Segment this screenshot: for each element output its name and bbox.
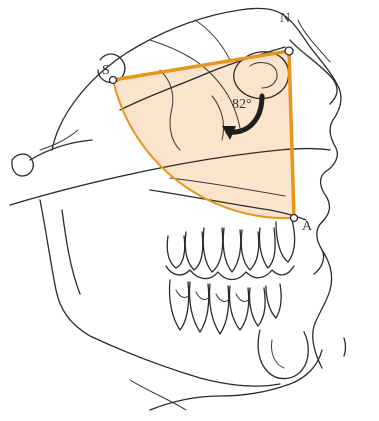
point-s-marker [110,77,117,84]
point-s-label: S [102,63,110,78]
point-n-label: N [280,11,290,26]
angle-value-label: 82° [232,97,252,112]
point-a-marker [291,215,298,222]
point-a-label: A [302,219,313,234]
teeth-sketch [166,220,295,334]
point-n-marker [285,47,293,55]
